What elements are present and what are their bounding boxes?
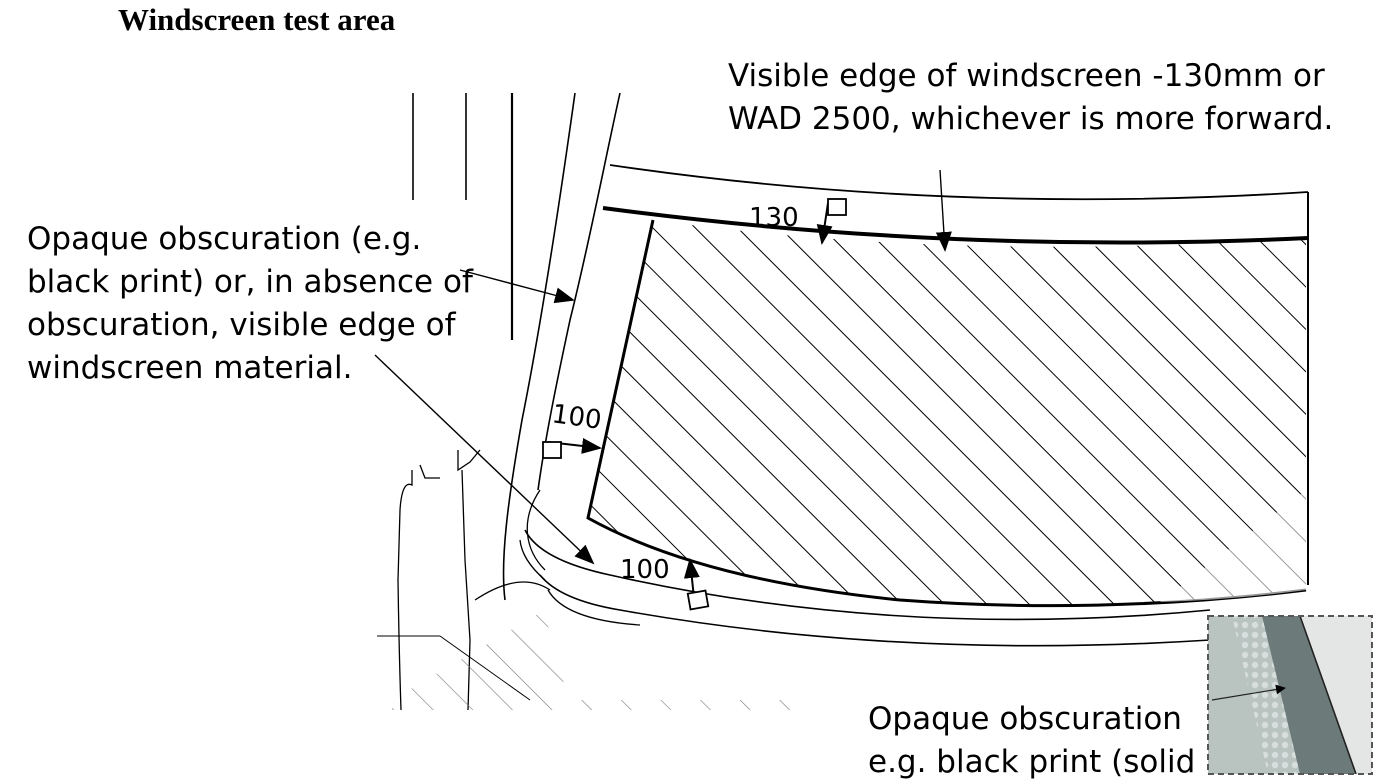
leader-lines: [374, 169, 952, 565]
inset-border: [1207, 615, 1373, 775]
leader-top-right: [935, 169, 952, 252]
label-left-line1: Opaque obscuration (e.g.: [27, 221, 422, 257]
label-top-right: Visible edge of windscreen -130mm or WAD…: [728, 55, 1333, 141]
leader-left-upper: [459, 269, 575, 304]
dim-top: 130: [749, 198, 847, 245]
label-bottom-right: Opaque obscuration e.g. black print (sol…: [868, 698, 1196, 784]
label-bottom-right-line1: Opaque obscuration: [868, 701, 1182, 737]
label-left-line3: obscuration, visible edge of: [27, 307, 456, 343]
dim-bottom-label: 100: [620, 555, 670, 585]
leader-left-lower: [374, 354, 595, 565]
label-left-line2: black print) or, in absence of: [27, 264, 473, 300]
inset-detail: [1207, 615, 1373, 775]
test-area-right-fade: [1160, 490, 1306, 602]
label-left: Opaque obscuration (e.g. black print) or…: [27, 218, 473, 390]
dim-side-label: 100: [550, 399, 603, 436]
dim-top-label: 130: [749, 203, 799, 233]
label-top-right-line1: Visible edge of windscreen -130mm or: [728, 58, 1325, 94]
windscreen-outline: [519, 164, 1309, 647]
label-bottom-right-line2: e.g. black print (solid: [868, 744, 1196, 780]
dashboard-hatch: [392, 610, 800, 710]
heading: Windscreen test area: [118, 2, 396, 37]
test-area-hatch: [588, 220, 1306, 606]
test-area-boundary: [586, 219, 1307, 608]
dim-bottom: 100: [620, 555, 710, 611]
label-left-line4: windscreen material.: [27, 350, 353, 386]
a-pillar-lines: [412, 92, 621, 601]
label-top-right-line2: WAD 2500, whichever is more forward.: [728, 101, 1334, 137]
dim-side: 100: [542, 399, 603, 459]
